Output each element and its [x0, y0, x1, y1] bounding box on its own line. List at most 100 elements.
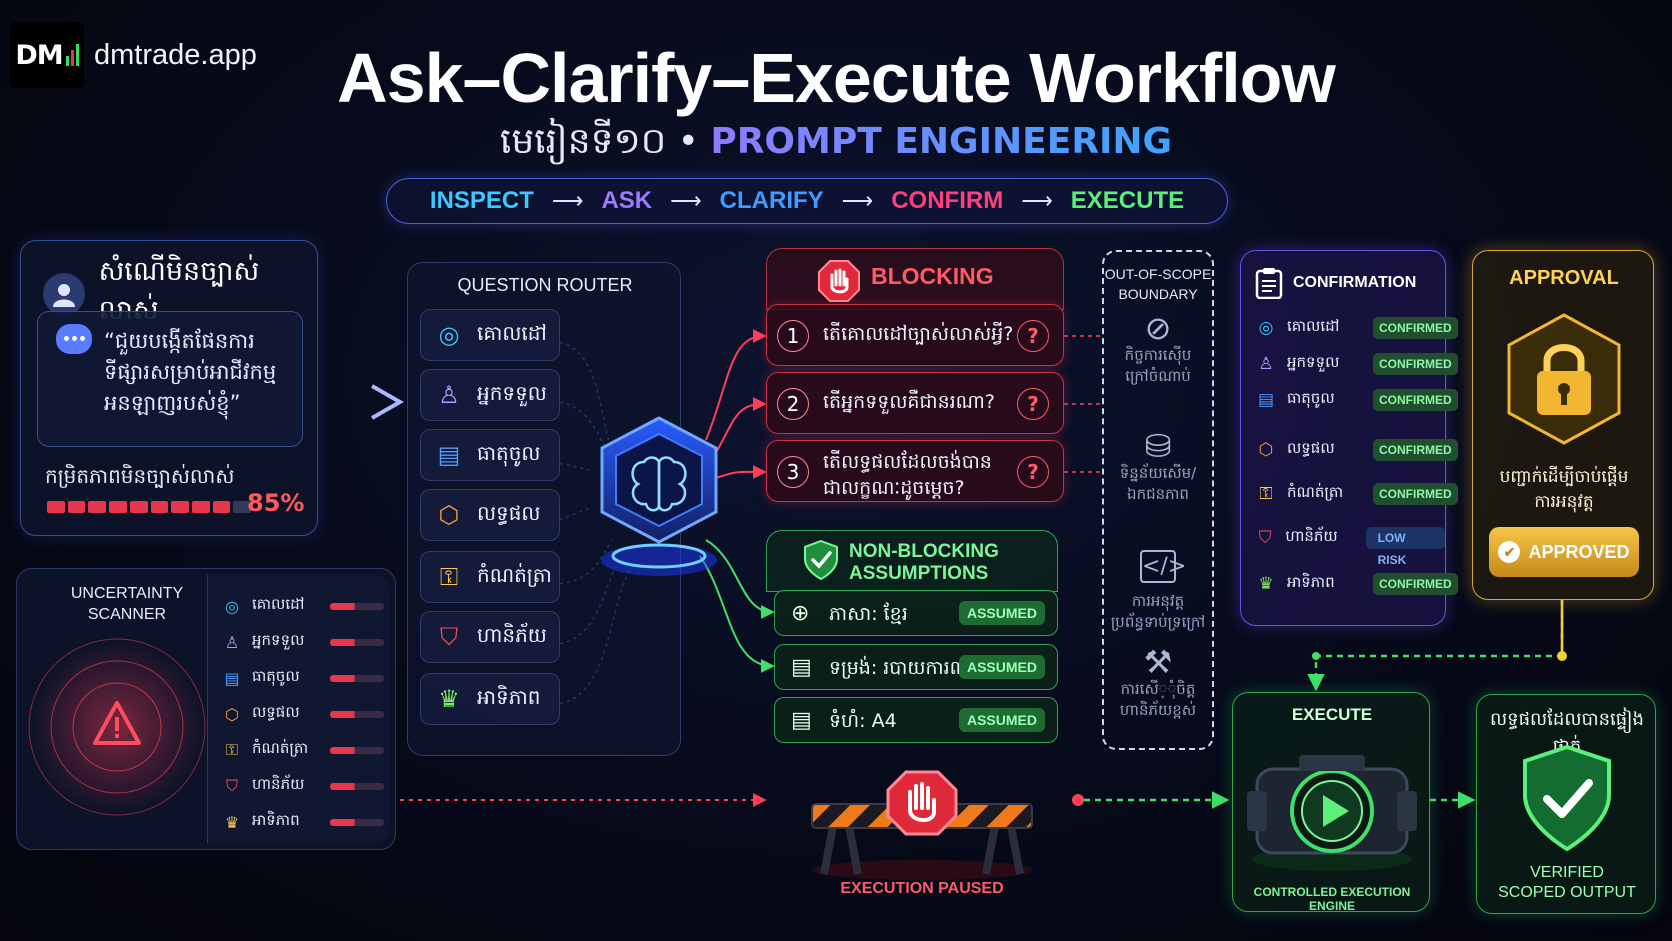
blocking-question-2[interactable]: 2 តើអ្នកទទួលគឺជានរណា? ?: [766, 372, 1064, 434]
boundary-item-line: កិច្ចការស៊ើប: [1124, 346, 1192, 364]
uncertainty-bar: [330, 674, 384, 682]
assumption-format[interactable]: ▤ ទម្រង់: របាយការណ៍ ASSUMED: [774, 644, 1058, 690]
boundary-title: OUT-OF-SCOPE BOUNDARY: [1104, 264, 1212, 304]
approved-button-label: APPROVED: [1528, 541, 1630, 562]
blocking-question-3[interactable]: 3 តើលទ្ធផលដែលចង់បានជាលក្ខណៈដូចម្តេច? ?: [766, 440, 1064, 502]
confirmation-header: CONFIRMATION: [1255, 267, 1416, 299]
ambiguity-label: កម្រិតភាពមិនច្បាស់លាស់: [45, 464, 235, 488]
brand-logo: DM: [10, 22, 84, 88]
approved-button[interactable]: ✔ APPROVED: [1489, 527, 1639, 577]
approval-text: បញ្ជាក់ដើម្បីចាប់ផ្តើម ការអនុវត្ត: [1473, 465, 1655, 515]
router-item-goal[interactable]: ◎គោលដៅ: [420, 309, 560, 361]
shield-check-icon: [1523, 744, 1611, 852]
router-item-label: អាទិភាព: [477, 685, 541, 709]
router-item-label: អ្នកទទួល: [477, 381, 547, 405]
boundary-item: ⊘ កិច្ចការស៊ើប ក្រៅចំណាប់: [1104, 312, 1212, 387]
list-item: ⚿កំណត់ត្រា: [222, 737, 384, 763]
router-item-audience[interactable]: ♙ អ្នកទទួល: [420, 369, 560, 421]
request-bubble: “ជួយបង្កើតផែនការ ទីផ្សារសម្រាប់អាជីវកម្ម…: [37, 311, 303, 447]
router-item-label: ហានិភ័យ: [477, 623, 547, 647]
confirm-item-label: ធាតុចូល: [1287, 389, 1335, 407]
router-item-label: គោលដៅ: [477, 321, 547, 345]
router-item-output[interactable]: ⬡លទ្ធផល: [420, 489, 560, 541]
person-icon: ♙: [224, 632, 240, 652]
item-label: អាទិភាព: [252, 811, 300, 829]
question-line: តើគោលដៅច្បាស់លាស់អ្វី?: [823, 323, 1014, 345]
question-number: 3: [777, 456, 809, 488]
brand-url[interactable]: dmtrade.app: [94, 38, 257, 71]
request-quote: “ជួយបង្កើតផែនការ ទីផ្សារសម្រាប់អាជីវកម្ម…: [104, 326, 276, 419]
status-badge: CONFIRMED: [1373, 573, 1458, 595]
shield-icon: ⛉: [1258, 528, 1272, 548]
question-line: តើអ្នកទទួលគឺជានរណា?: [823, 391, 995, 413]
assumed-badge: ASSUMED: [958, 601, 1045, 625]
confirm-item-label: កំណត់ត្រា: [1287, 483, 1344, 501]
uncertainty-scanner: UNCERTAINTY SCANNER ◎គោលដៅ ♙អ្នកទទួល ▤ធា…: [16, 568, 396, 850]
document-icon: ▤: [224, 668, 240, 688]
brand: DM dmtrade.app: [10, 22, 257, 88]
person-icon: ♙: [438, 381, 460, 409]
arrow-right-icon: ⟶: [670, 188, 702, 213]
out-of-scope-boundary: OUT-OF-SCOPE BOUNDARY ⊘ កិច្ចការស៊ើប ក្រ…: [1102, 250, 1214, 750]
ambiguity-meter: [47, 501, 252, 513]
boundary-title-line: BOUNDARY: [1118, 286, 1198, 302]
boundary-item-line: ទិន្នន័យសើម/: [1119, 464, 1197, 482]
target-icon: ◎: [1258, 318, 1274, 338]
router-item-priority[interactable]: ♛អាទិភាព: [420, 673, 560, 725]
assumption-size[interactable]: ▤ ទំហំ: A4 ASSUMED: [774, 697, 1058, 743]
stage-execute: EXECUTE: [1070, 187, 1185, 214]
router-item-input[interactable]: ▤ធាតុចូល: [420, 429, 560, 481]
item-label: ធាតុចូល: [252, 667, 300, 685]
stage-clarify: CLARIFY: [719, 187, 824, 214]
meter-segment: [47, 501, 65, 513]
blocking-question-1[interactable]: 1 តើគោលដៅច្បាស់លាស់អ្វី? ?: [766, 304, 1064, 366]
quote-line: ទីផ្សារសម្រាប់អាជីវកម្ម: [104, 360, 277, 384]
router-item-label: ធាតុចូល: [477, 441, 541, 465]
approval-text-line: បញ្ជាក់ដើម្បីចាប់ផ្តើម: [1499, 467, 1629, 487]
blocking-label: BLOCKING: [871, 263, 994, 289]
request-panel: សំណើមិនច្បាស់លាស់ “ជួយបង្កើតផែនការ ទីផ្ស…: [20, 240, 318, 536]
assumed-badge: ASSUMED: [958, 655, 1045, 679]
uncertainty-bar: [330, 710, 384, 718]
subtitle-separator: •: [677, 121, 699, 162]
scanner-title-line: UNCERTAINTY: [70, 585, 184, 602]
shield-icon: ⛉: [440, 623, 458, 651]
check-icon: ✔: [1498, 541, 1521, 563]
status-badge: CONFIRMED: [1373, 317, 1458, 339]
quote-line: អនឡាញរបស់ខ្ញុំ”: [104, 391, 241, 415]
assumption-language[interactable]: ⊕ ភាសា: ខ្មែរ ASSUMED: [774, 590, 1058, 636]
boundary-title-line: OUT-OF-SCOPE: [1104, 266, 1212, 282]
router-item-risk[interactable]: ⛉ ហានិភ័យ: [420, 611, 560, 663]
arrow-right-icon: ⟶: [551, 188, 584, 213]
stage-confirm: CONFIRM: [891, 187, 1004, 214]
approval-title: APPROVAL: [1509, 267, 1619, 289]
question-text: តើអ្នកទទួលគឺជានរណា?: [823, 389, 995, 415]
lock-icon: ⚿: [1259, 484, 1273, 504]
verified-output-panel: លទ្ធផលដែលបានផ្ទៀងផ្ទាត់ VERIFIED SCOPED …: [1476, 694, 1656, 914]
quote-line: “ជួយបង្កើតផែនការ: [104, 329, 255, 353]
boundary-item-line: ហានិភ័យខ្ពស់: [1119, 701, 1197, 719]
router-item-constraint[interactable]: ⚿កំណត់ត្រា: [420, 551, 560, 603]
boundary-item-line: ការអនុវត្ត: [1131, 592, 1185, 610]
nonblocking-label-line: ASSUMPTIONS: [849, 563, 989, 584]
nonblocking-label: NON-BLOCKING ASSUMPTIONS: [849, 541, 999, 585]
lock-icon: ⚿: [439, 563, 459, 591]
crown-icon: ♛: [1258, 574, 1274, 594]
execute-caption: CONTROLLED EXECUTION ENGINE: [1253, 885, 1411, 913]
list-item: ◎គោលដៅ: [222, 593, 384, 619]
assumption-text: ភាសា: ខ្មែរ: [829, 603, 908, 625]
scanner-title-line: SCANNER: [87, 606, 167, 623]
boundary-item-line: ប្រព័ន្ធទាប់ទ្រក្រៅ: [1110, 613, 1206, 631]
status-badge: LOW RISK: [1365, 527, 1445, 567]
request-header: សំណើមិនច្បាស់លាស់: [43, 255, 317, 333]
verified-caption: VERIFIED SCOPED OUTPUT: [1477, 863, 1657, 903]
verified-caption-line: VERIFIED: [1530, 864, 1604, 881]
target-icon: ◎: [225, 596, 239, 616]
lock-icon: [1507, 313, 1621, 445]
database-icon: ⛁: [1144, 427, 1172, 465]
clipboard-icon: [1255, 268, 1283, 299]
